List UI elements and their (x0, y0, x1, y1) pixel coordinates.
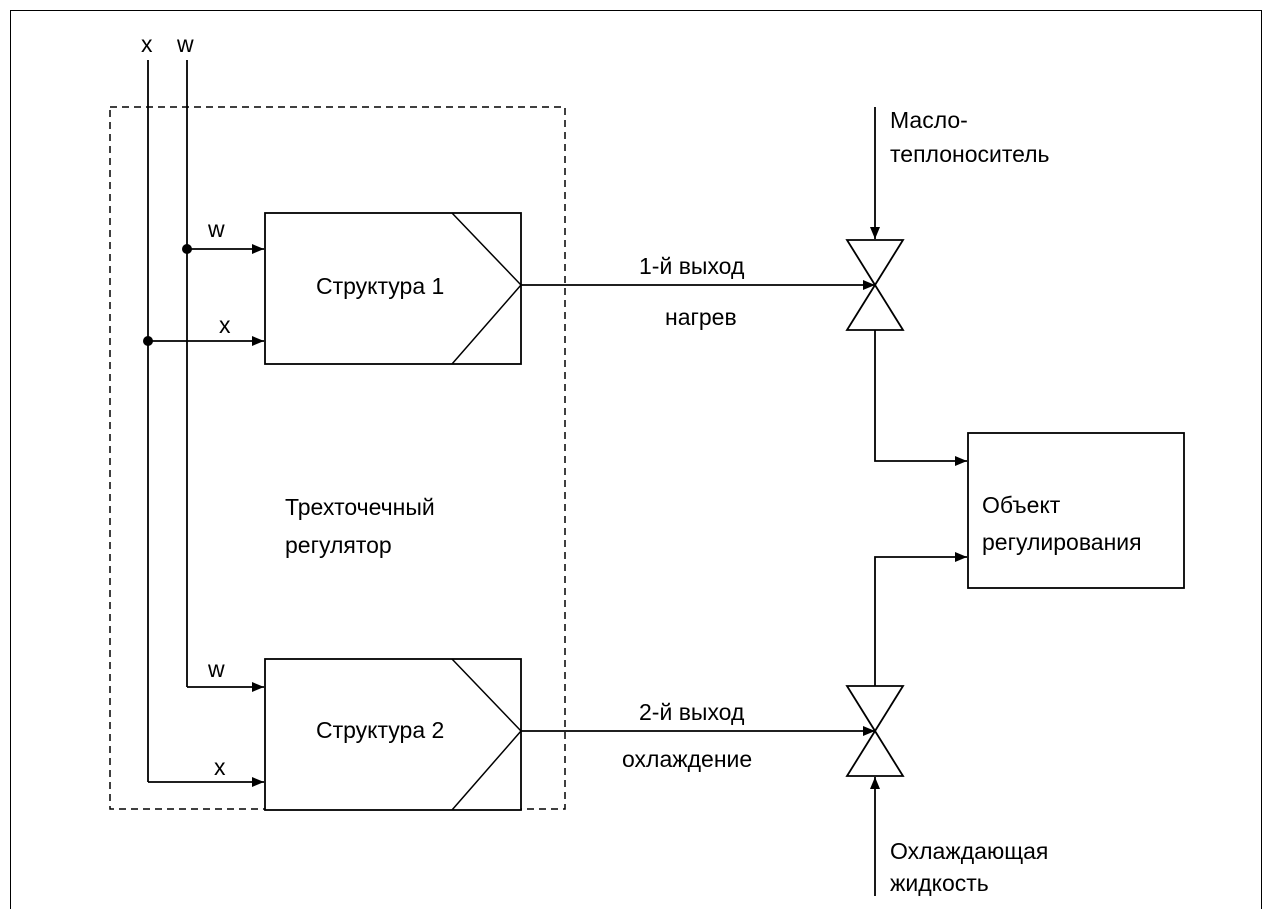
plant-block (967, 432, 1185, 589)
block1-x-label: x (219, 312, 231, 338)
block1-title: Структура 1 (316, 273, 445, 299)
valve-heating-to-plant (874, 330, 967, 466)
controller-label-line1: Трехточечный (285, 494, 435, 520)
heating-medium-line2: теплоноситель (890, 141, 1050, 167)
input-x-label: x (141, 31, 153, 57)
block2-x-label: x (214, 754, 226, 780)
diagram-frame (10, 10, 1262, 909)
valve-cooling (845, 685, 905, 777)
block2-title: Структура 2 (316, 717, 445, 743)
plant-label-line2: регулирования (982, 529, 1142, 555)
output1-sublabel: нагрев (665, 304, 737, 330)
block-structure-2 (264, 658, 522, 811)
block1-w-label: w (208, 216, 225, 242)
block-structure-1 (264, 212, 522, 365)
plant-label-line1: Объект (982, 492, 1061, 518)
input-w-label: w (177, 31, 194, 57)
output1-label: 1-й выход (639, 253, 745, 279)
block2-w-label: w (208, 656, 225, 682)
output2-label: 2-й выход (639, 699, 745, 725)
controller-label-line2: регулятор (285, 532, 392, 558)
coolant-line1: Охлаждающая (890, 838, 1049, 864)
heating-medium-line1: Масло- (890, 107, 968, 133)
coolant-line2: жидкость (890, 870, 989, 896)
valve-cooling-to-plant (874, 552, 967, 686)
output2-sublabel: охлаждение (622, 746, 753, 772)
